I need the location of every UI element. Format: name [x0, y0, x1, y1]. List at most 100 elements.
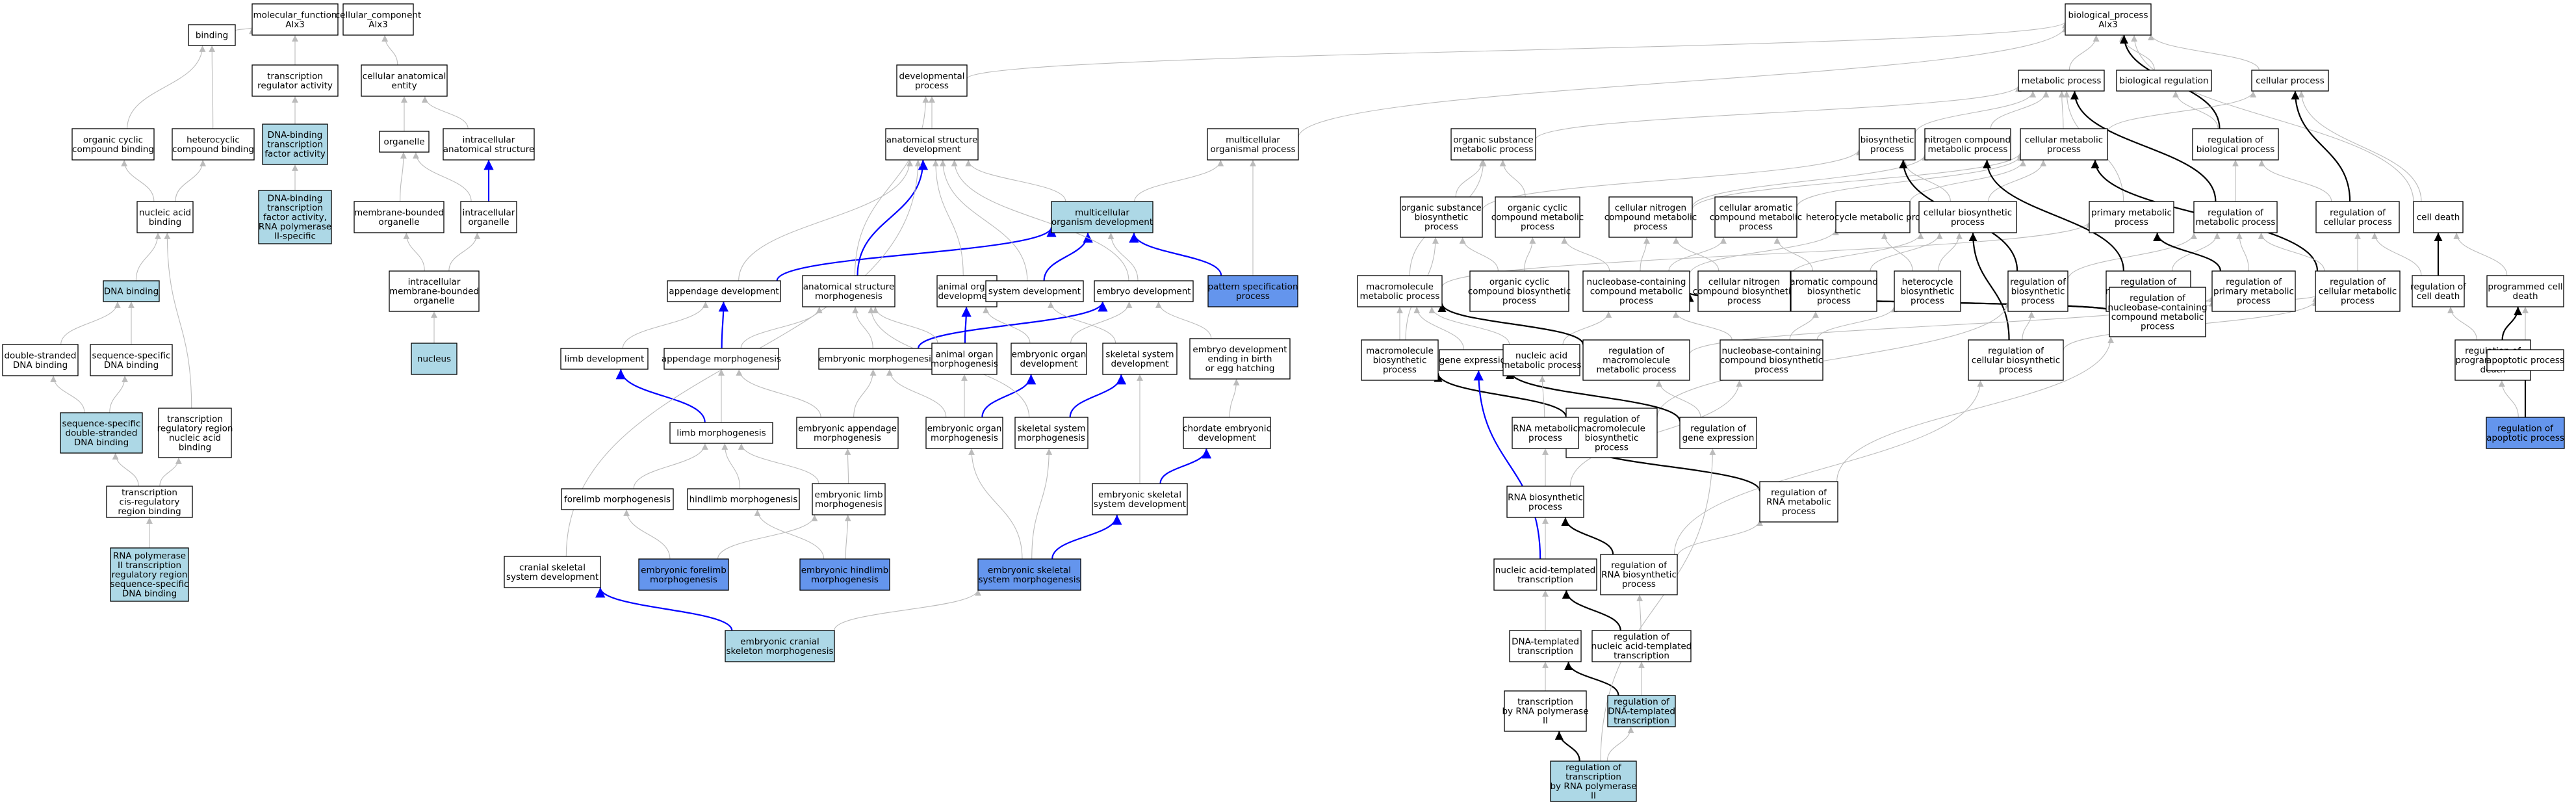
go-term-node-aproc[interactable]: apoptotic process: [2486, 349, 2564, 371]
go-term-node-rnbcmp2[interactable]: regulation ofnucleobase-containingcompou…: [2108, 287, 2208, 337]
go-term-node-orgn[interactable]: organelle: [379, 131, 430, 153]
go-term-node-embm[interactable]: embryonic morphogenesis: [818, 348, 936, 370]
go-term-node-appd[interactable]: appendage development: [667, 280, 781, 302]
go-term-node-nucl[interactable]: nucleus: [411, 343, 457, 375]
go-term-node-ge[interactable]: gene expression: [1439, 349, 1512, 371]
go-term-node-limbd[interactable]: limb development: [560, 348, 649, 370]
go-term-node-metp[interactable]: metabolic process: [2018, 70, 2105, 92]
go-term-node-rmbp[interactable]: regulation ofmacromoleculebiosyntheticpr…: [1565, 408, 1658, 458]
go-term-node-breg[interactable]: biological regulation: [2116, 70, 2212, 92]
go-term-node-celld[interactable]: cell death: [2413, 201, 2464, 233]
go-term-node-cellp[interactable]: cellular process: [2251, 70, 2329, 92]
go-term-node-hlm[interactable]: hindlimb morphogenesis: [687, 488, 800, 510]
go-term-node-sysd[interactable]: system development: [985, 280, 1084, 302]
go-term-node-bind[interactable]: binding: [188, 24, 236, 46]
go-term-node-embd[interactable]: embryo development: [1094, 280, 1194, 302]
go-term-node-appm[interactable]: appendage morphogenesis: [662, 348, 781, 370]
go-term-node-limbm[interactable]: limb morphogenesis: [669, 422, 773, 444]
go-term-node-dnab[interactable]: DNA binding: [103, 280, 160, 302]
go-term-node-flm[interactable]: forelimb morphogenesis: [561, 488, 674, 510]
go-term-node-hetmp[interactable]: heterocycle metabolic process: [1806, 201, 1940, 233]
